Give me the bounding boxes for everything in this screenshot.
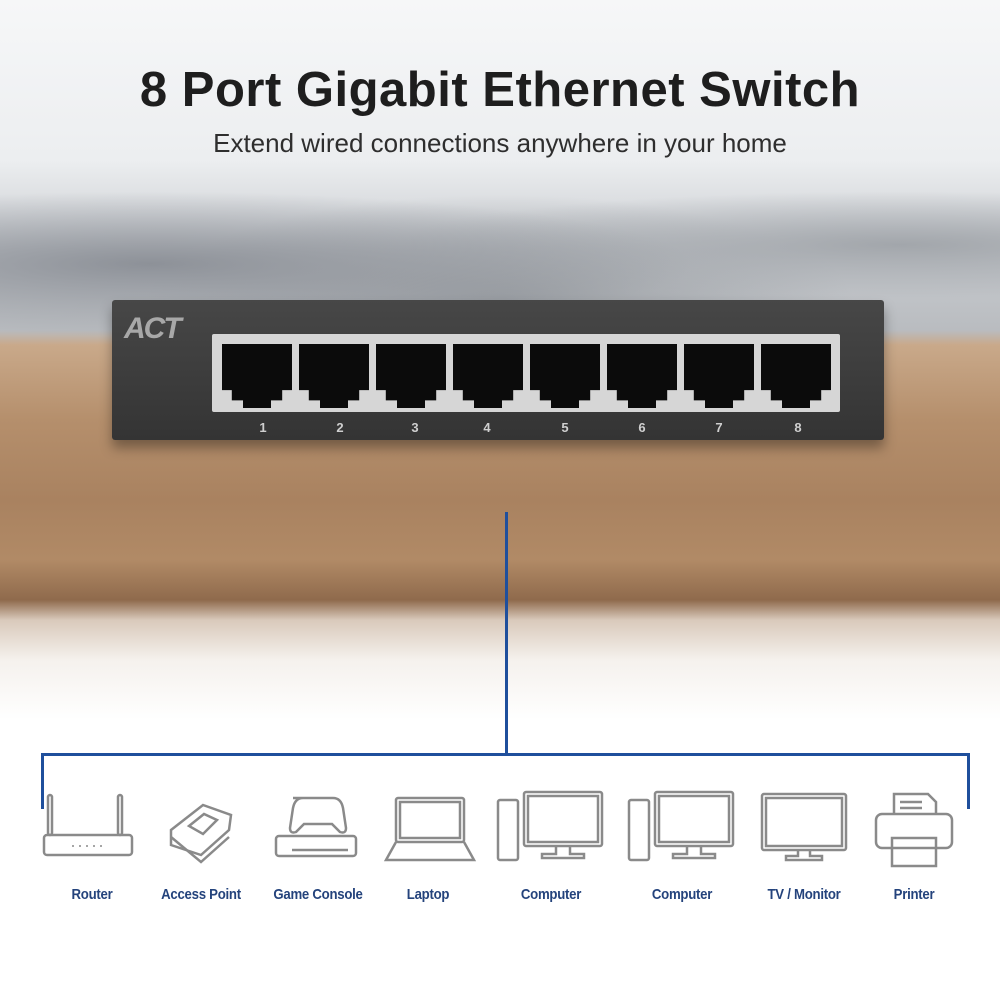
connector-line-right — [967, 753, 970, 809]
device-label: Router — [71, 886, 113, 903]
ethernet-port — [607, 344, 677, 408]
connector-line-left — [41, 753, 44, 809]
access-point-icon — [169, 803, 233, 864]
desktop-computer-icon — [496, 790, 604, 862]
port-number: 7 — [715, 420, 723, 435]
page-subtitle: Extend wired connections anywhere in you… — [213, 128, 787, 158]
port-number: 8 — [794, 420, 802, 435]
ethernet-switch: ACT 1 2 3 4 5 6 7 8 — [112, 300, 884, 440]
port-panel — [212, 334, 840, 412]
page-title: 8 Port Gigabit Ethernet Switch — [139, 63, 861, 117]
device-tv-monitor: TV / Monitor — [739, 790, 869, 903]
device-access-point: Access Point — [136, 790, 266, 903]
ethernet-port — [761, 344, 831, 408]
device-label: Game Console — [273, 886, 363, 903]
ethernet-port — [530, 344, 600, 408]
brand-logo: ACT — [124, 312, 182, 345]
device-label: Computer — [520, 886, 582, 903]
port-number: 4 — [483, 420, 491, 435]
device-computer-2: Computer — [617, 790, 747, 903]
port-number: 6 — [638, 420, 646, 435]
port-number: 2 — [336, 420, 344, 435]
port-number: 3 — [411, 420, 419, 435]
ethernet-port — [222, 344, 292, 408]
connector-line-horizontal — [41, 753, 970, 756]
device-label: Computer — [651, 886, 713, 903]
ethernet-port — [299, 344, 369, 408]
device-router: Router — [27, 790, 157, 903]
ethernet-port — [453, 344, 523, 408]
game-console-icon — [274, 796, 358, 858]
router-icon — [42, 793, 134, 857]
device-label: Access Point — [161, 886, 241, 903]
device-computer-1: Computer — [486, 790, 616, 903]
ethernet-port — [684, 344, 754, 408]
device-laptop: Laptop — [363, 790, 493, 903]
laptop-icon — [383, 796, 477, 862]
device-label: TV / Monitor — [767, 886, 841, 903]
monitor-icon — [760, 792, 848, 862]
device-printer: Printer — [849, 790, 979, 903]
port-number: 1 — [259, 420, 267, 435]
device-label: Laptop — [406, 886, 450, 903]
ethernet-port — [376, 344, 446, 408]
desktop-computer-icon — [627, 790, 735, 862]
connector-line-vertical — [505, 512, 508, 755]
device-game-console: Game Console — [253, 790, 383, 903]
printer-icon — [874, 792, 954, 868]
device-label: Printer — [893, 886, 935, 903]
port-number: 5 — [561, 420, 569, 435]
